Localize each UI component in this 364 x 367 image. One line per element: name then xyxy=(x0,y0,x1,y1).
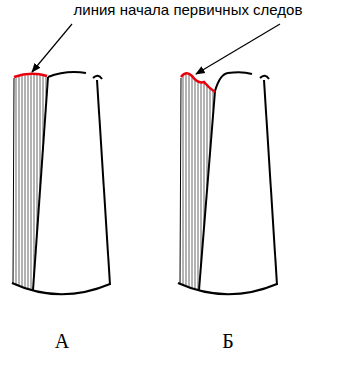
figure-b xyxy=(178,72,277,294)
leader-arrow xyxy=(32,24,72,72)
figure-letter: А xyxy=(55,330,69,352)
leader-arrow xyxy=(196,24,280,74)
figure-a xyxy=(12,72,110,294)
callout-label: линия начала первичных следов xyxy=(74,2,303,19)
figure-letter: Б xyxy=(222,330,233,352)
red-line xyxy=(181,73,215,92)
red-line xyxy=(14,74,47,77)
